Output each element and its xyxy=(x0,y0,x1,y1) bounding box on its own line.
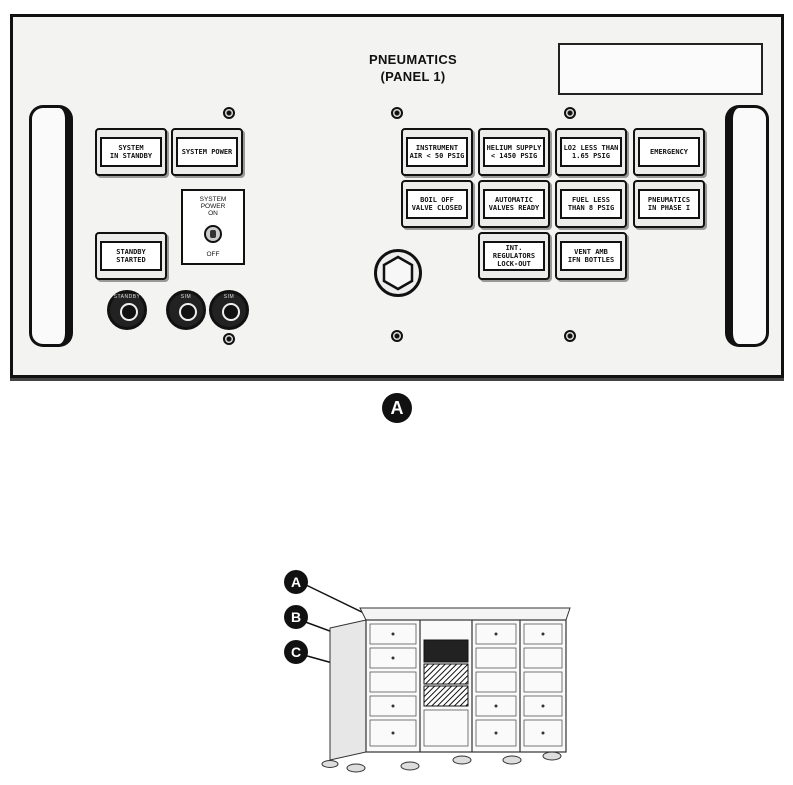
lamp-boil-off-valve[interactable]: BOIL OFF VALVE CLOSED xyxy=(401,180,473,228)
lamp-label: AUTOMATIC VALVES READY xyxy=(483,189,545,219)
callout-letter: B xyxy=(290,609,302,625)
lamp-label: SYSTEM POWER xyxy=(176,137,238,167)
switch-label-line1: SYSTEM xyxy=(199,196,227,203)
pushbutton-label: SIM xyxy=(180,294,192,300)
pushbutton-3[interactable]: SIM xyxy=(209,290,249,330)
lamp-standby-started[interactable]: STANDBY STARTED xyxy=(95,232,167,280)
screw-icon xyxy=(564,107,576,119)
pushbutton-cap-icon xyxy=(120,303,138,321)
callout-badge-a-small: A xyxy=(284,570,308,594)
screw-icon xyxy=(391,107,403,119)
pushbutton-label: STANDBY xyxy=(113,294,141,300)
lamp-label: SYSTEM IN STANDBY xyxy=(100,137,162,167)
screw-icon xyxy=(223,333,235,345)
lamp-helium-supply[interactable]: HELIUM SUPPLY < 1450 PSIG xyxy=(478,128,550,176)
pushbutton-cap-icon xyxy=(222,303,240,321)
lamp-instrument-air[interactable]: INSTRUMENT AIR < 50 PSIG xyxy=(401,128,473,176)
lamp-vent-amb[interactable]: VENT AMB IFN BOTTLES xyxy=(555,232,627,280)
switch-label-line2: POWER xyxy=(200,203,226,210)
lamp-system-in-standby[interactable]: SYSTEM IN STANDBY xyxy=(95,128,167,176)
lamp-pneumatics-in-phase[interactable]: PNEUMATICS IN PHASE I xyxy=(633,180,705,228)
lamp-emergency[interactable]: EMERGENCY xyxy=(633,128,705,176)
callout-badge-c: C xyxy=(284,640,308,664)
lamp-automatic-valves[interactable]: AUTOMATIC VALVES READY xyxy=(478,180,550,228)
screw-icon xyxy=(564,330,576,342)
panel-title-line1: PNEUMATICS xyxy=(369,52,457,67)
lamp-label: BOIL OFF VALVE CLOSED xyxy=(406,189,468,219)
pushbutton-2[interactable]: SIM xyxy=(166,290,206,330)
switch-label-on: ON xyxy=(208,210,218,217)
screw-icon xyxy=(391,330,403,342)
toggle-switch-icon[interactable] xyxy=(204,225,222,243)
screw-icon xyxy=(223,107,235,119)
standby-pushbutton[interactable]: STANDBY xyxy=(107,290,147,330)
lamp-label: INSTRUMENT AIR < 50 PSIG xyxy=(406,137,468,167)
lamp-label: PNEUMATICS IN PHASE I xyxy=(638,189,700,219)
callout-letter: A xyxy=(290,574,302,590)
panel-title: PNEUMATICS (PANEL 1) xyxy=(313,51,513,85)
lamp-label: INT. REGULATORS LOCK-OUT xyxy=(483,241,545,271)
lamp-label: LO2 LESS THAN 1.65 PSIG xyxy=(560,137,622,167)
left-handle xyxy=(29,105,73,347)
pushbutton-label: SIM xyxy=(223,294,235,300)
lamp-label: VENT AMB IFN BOTTLES xyxy=(560,241,622,271)
lamp-label: STANDBY STARTED xyxy=(100,241,162,271)
lamp-label: EMERGENCY xyxy=(638,137,700,167)
display-window xyxy=(558,43,763,95)
callout-badge-a: A xyxy=(382,393,412,423)
lamp-system-power[interactable]: SYSTEM POWER xyxy=(171,128,243,176)
pneumatics-panel: PNEUMATICS (PANEL 1) SYSTEM IN STANDBY S… xyxy=(10,14,784,378)
callout-letter: A xyxy=(390,397,404,418)
hex-plug xyxy=(374,249,422,297)
system-power-switch[interactable]: SYSTEM POWER ON OFF xyxy=(181,189,245,265)
switch-label-off: OFF xyxy=(206,251,220,258)
callout-badge-b: B xyxy=(284,605,308,629)
lamp-label: HELIUM SUPPLY < 1450 PSIG xyxy=(483,137,545,167)
panel-title-line2: (PANEL 1) xyxy=(380,69,446,84)
lamp-fuel-less-than[interactable]: FUEL LESS THAN 8 PSIG xyxy=(555,180,627,228)
lamp-lo2-less-than[interactable]: LO2 LESS THAN 1.65 PSIG xyxy=(555,128,627,176)
pushbutton-cap-icon xyxy=(179,303,197,321)
right-handle xyxy=(725,105,769,347)
lamp-int-regulators[interactable]: INT. REGULATORS LOCK-OUT xyxy=(478,232,550,280)
lamp-label: FUEL LESS THAN 8 PSIG xyxy=(560,189,622,219)
callout-letter: C xyxy=(290,644,302,660)
hex-nut-icon xyxy=(382,255,414,291)
